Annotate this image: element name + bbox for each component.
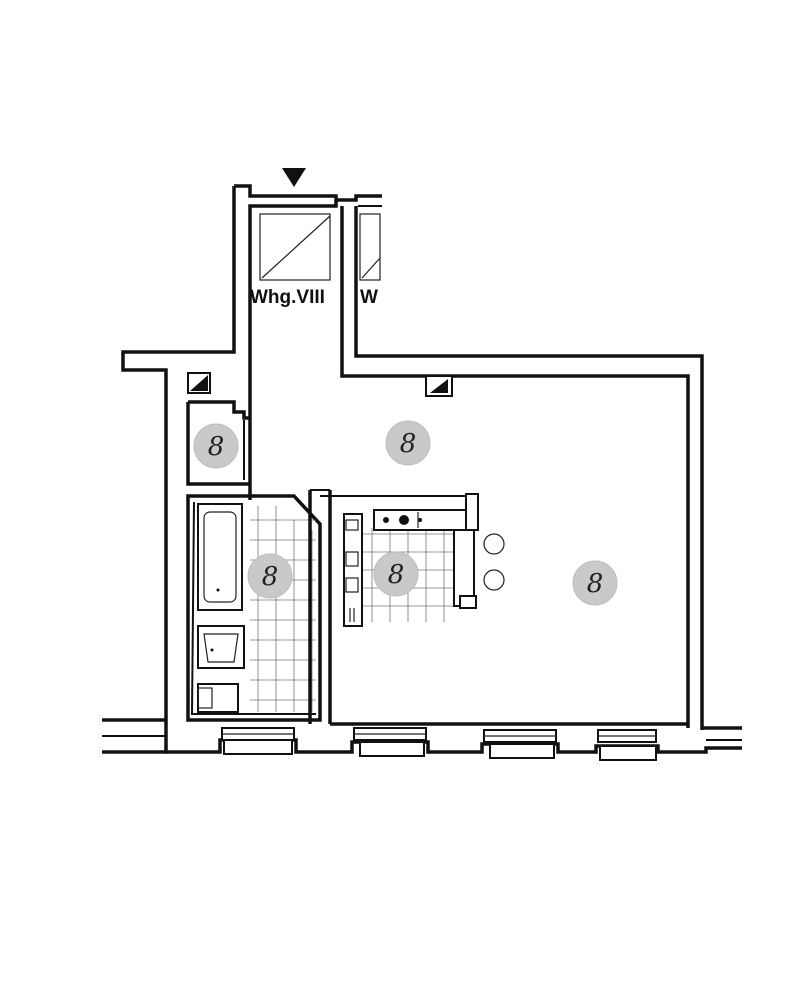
svg-text:8: 8	[388, 560, 405, 590]
storage-room	[186, 400, 250, 486]
entrance-arrow-icon	[282, 168, 306, 187]
bathroom-tiles	[250, 506, 316, 712]
room-marker-hall: 8	[385, 420, 431, 466]
exterior-walls	[102, 184, 742, 754]
room-markers: 8 8 8 8 8	[193, 420, 618, 606]
kitchen	[343, 493, 505, 627]
shaft-icons	[187, 372, 453, 397]
room-marker-storage: 8	[193, 423, 239, 469]
svg-text:8: 8	[262, 562, 279, 592]
svg-text:8: 8	[587, 569, 604, 599]
room-marker-kitchen: 8	[373, 551, 419, 597]
svg-text:8: 8	[400, 429, 417, 459]
entry-doors	[259, 213, 381, 281]
room-marker-bathroom: 8	[247, 553, 293, 599]
unit-label-viii: Whg.VIII	[250, 287, 325, 308]
kitchen-walls	[308, 489, 470, 724]
windows	[221, 727, 657, 761]
room-marker-living: 8	[572, 560, 618, 606]
bathroom	[186, 494, 322, 722]
unit-label-neighbour: W	[360, 287, 378, 308]
svg-text:8: 8	[208, 432, 225, 462]
